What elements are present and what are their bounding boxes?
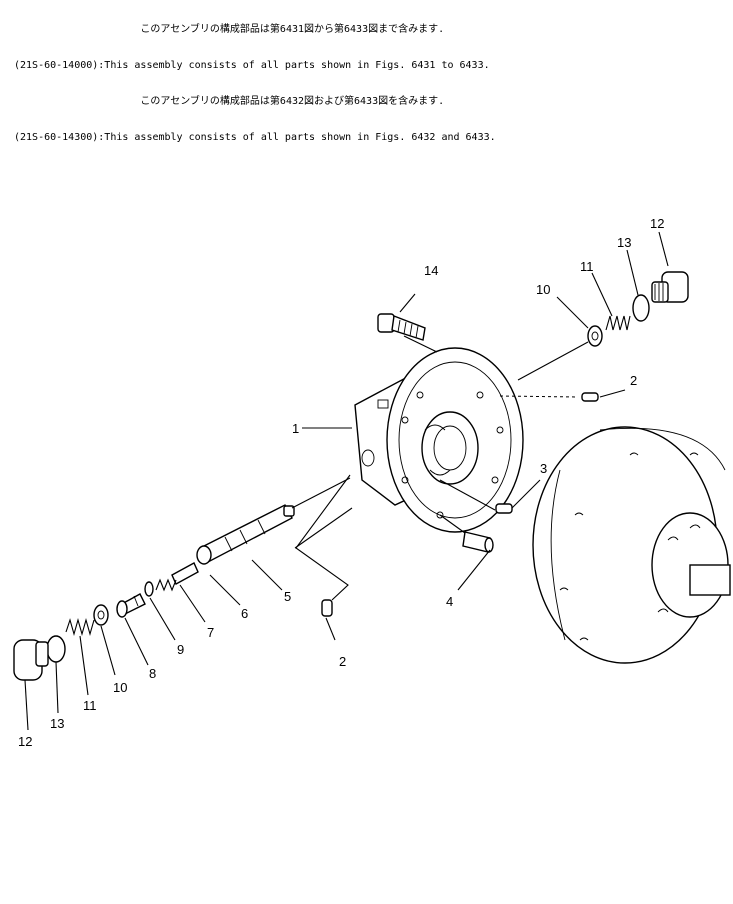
plug-12-upper <box>651 271 689 303</box>
note-line-jp-2: このアセンブリの構成部品は第6432図および第6433図を含みます. <box>14 96 445 107</box>
callout-5: 5 <box>284 589 291 604</box>
pin-2-lower <box>321 599 333 617</box>
header-notes: このアセンブリの構成部品は第6431図から第6433図まで含みます. (21S-… <box>14 0 729 156</box>
callout-12-lower: 12 <box>18 734 32 749</box>
callout-3: 3 <box>540 461 547 476</box>
washer-10-lower <box>93 604 109 626</box>
pin-2-upper <box>581 392 599 402</box>
callout-10-lower: 10 <box>113 680 127 695</box>
callout-11-lower: 11 <box>83 698 97 713</box>
callout-4: 4 <box>446 594 453 609</box>
callouts: 1 2 2 3 4 5 6 7 8 9 10 10 11 11 12 12 13… <box>18 216 664 749</box>
housing-cover <box>532 426 731 664</box>
callout-13-upper: 13 <box>617 235 631 250</box>
plunger-6 <box>171 562 199 585</box>
note-line-en-1: (21S-60-14000):This assembly consists of… <box>14 60 490 71</box>
callout-2-lower: 2 <box>339 654 346 669</box>
oring-13-upper <box>632 294 650 322</box>
callout-10-upper: 10 <box>536 282 550 297</box>
pin-3 <box>495 503 513 514</box>
callout-9: 9 <box>177 642 184 657</box>
plug-12-lower <box>13 639 49 681</box>
spring-11-upper <box>605 315 631 331</box>
callout-11-upper: 11 <box>580 259 594 274</box>
seat-8 <box>116 593 146 618</box>
pin-4 <box>462 531 494 553</box>
callout-12-upper: 12 <box>650 216 664 231</box>
spring-7 <box>155 578 177 592</box>
callout-7: 7 <box>207 625 214 640</box>
oring-9 <box>144 581 154 597</box>
callout-14: 14 <box>424 263 438 278</box>
oring-13-lower <box>46 635 66 663</box>
callout-13-lower: 13 <box>50 716 64 731</box>
leader-lines <box>24 231 669 731</box>
callout-1: 1 <box>292 421 299 436</box>
callout-8: 8 <box>149 666 156 681</box>
bolt-14 <box>377 313 426 341</box>
washer-10-upper <box>587 325 603 347</box>
pump-body <box>354 347 524 533</box>
note-line-en-2: (21S-60-14300):This assembly consists of… <box>14 132 496 143</box>
note-line-jp-1: このアセンブリの構成部品は第6431図から第6433図まで含みます. <box>14 24 445 35</box>
callout-2-upper: 2 <box>630 373 637 388</box>
valve-spool-5 <box>196 504 295 565</box>
callout-6: 6 <box>241 606 248 621</box>
spring-11-lower <box>65 617 95 637</box>
